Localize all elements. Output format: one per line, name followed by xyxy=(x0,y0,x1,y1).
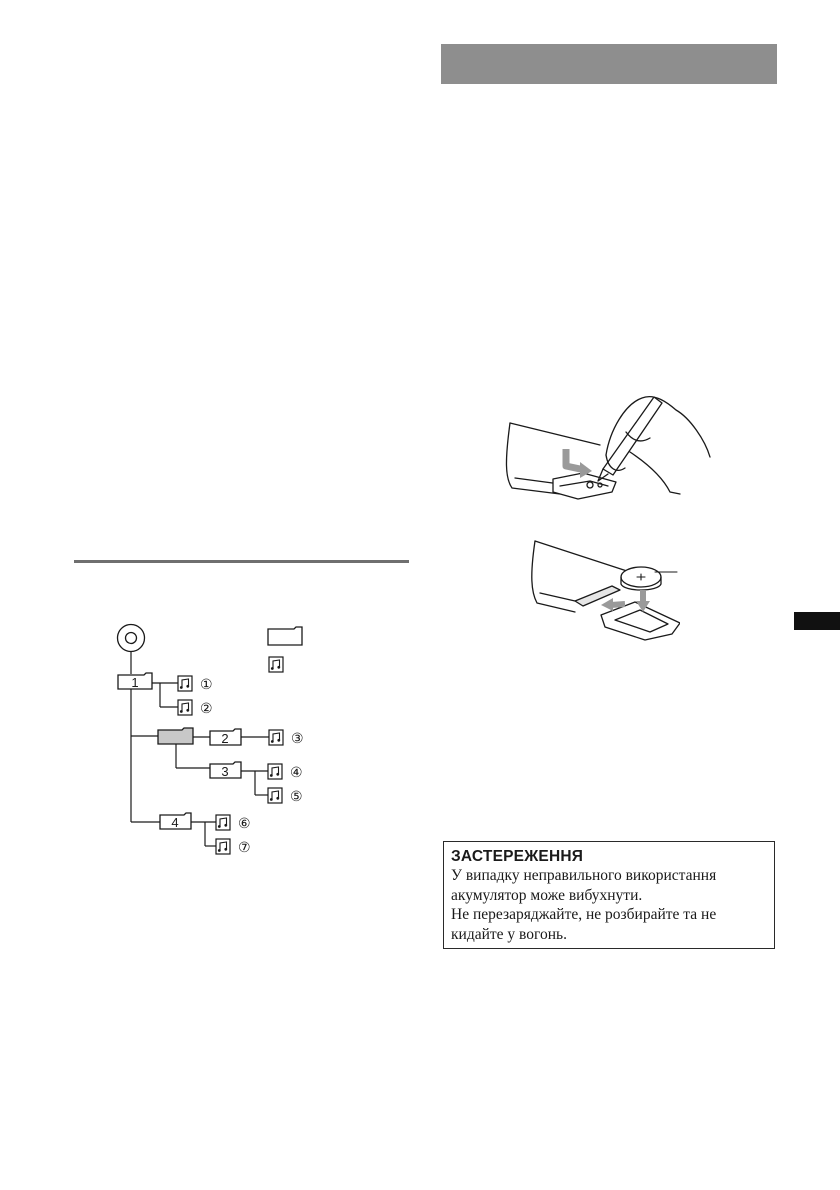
track-number: ① xyxy=(200,676,213,692)
folder-icon xyxy=(157,727,194,745)
caution-text-line: У випадку неправильного використання xyxy=(451,867,717,884)
caution-box: ЗАСТЕРЕЖЕННЯ У випадку неправильного вик… xyxy=(443,841,775,949)
music-file-icon xyxy=(267,763,283,780)
folder-label: 2 xyxy=(221,731,228,746)
folder-label: 3 xyxy=(221,764,228,779)
music-file-icon xyxy=(215,814,231,831)
track-number: ⑥ xyxy=(238,815,251,831)
disc-icon xyxy=(116,623,146,653)
music-file-icon xyxy=(177,699,193,716)
lithium-battery-illustration xyxy=(531,540,680,641)
side-language-tab xyxy=(794,612,840,630)
folder-tree-diagram: 1 2 3 4 ① ② ③ ④ ⑤ ⑥ ⑦ xyxy=(116,623,304,855)
caution-title: ЗАСТЕРЕЖЕННЯ xyxy=(451,848,584,865)
music-file-icon xyxy=(268,656,284,673)
remote-control-illustration xyxy=(505,396,711,500)
section-heading-bar xyxy=(441,44,777,84)
track-number: ④ xyxy=(290,764,303,780)
tree-connectors xyxy=(130,651,269,847)
music-file-icon xyxy=(215,838,231,855)
music-file-icon xyxy=(267,787,283,804)
folder-icon xyxy=(159,812,192,830)
section-divider xyxy=(74,560,409,563)
music-file-icon xyxy=(268,729,284,746)
track-number: ③ xyxy=(291,730,304,746)
caution-text-line: Не перезаряджайте, не розбирайте та не xyxy=(451,906,717,923)
track-number: ⑤ xyxy=(290,788,303,804)
folder-icon xyxy=(267,626,303,646)
folder-icon xyxy=(209,728,242,746)
folder-label: 4 xyxy=(171,815,178,830)
caution-text-line: акумулятор може вибухнути. xyxy=(451,886,643,904)
caution-text-line: кидайте у вогонь. xyxy=(451,925,567,943)
folder-icon xyxy=(209,761,242,779)
folder-icon xyxy=(117,672,153,690)
music-file-icon xyxy=(177,675,193,692)
folder-label: 1 xyxy=(131,675,138,690)
track-number: ⑦ xyxy=(238,839,251,855)
track-number: ② xyxy=(200,700,213,716)
